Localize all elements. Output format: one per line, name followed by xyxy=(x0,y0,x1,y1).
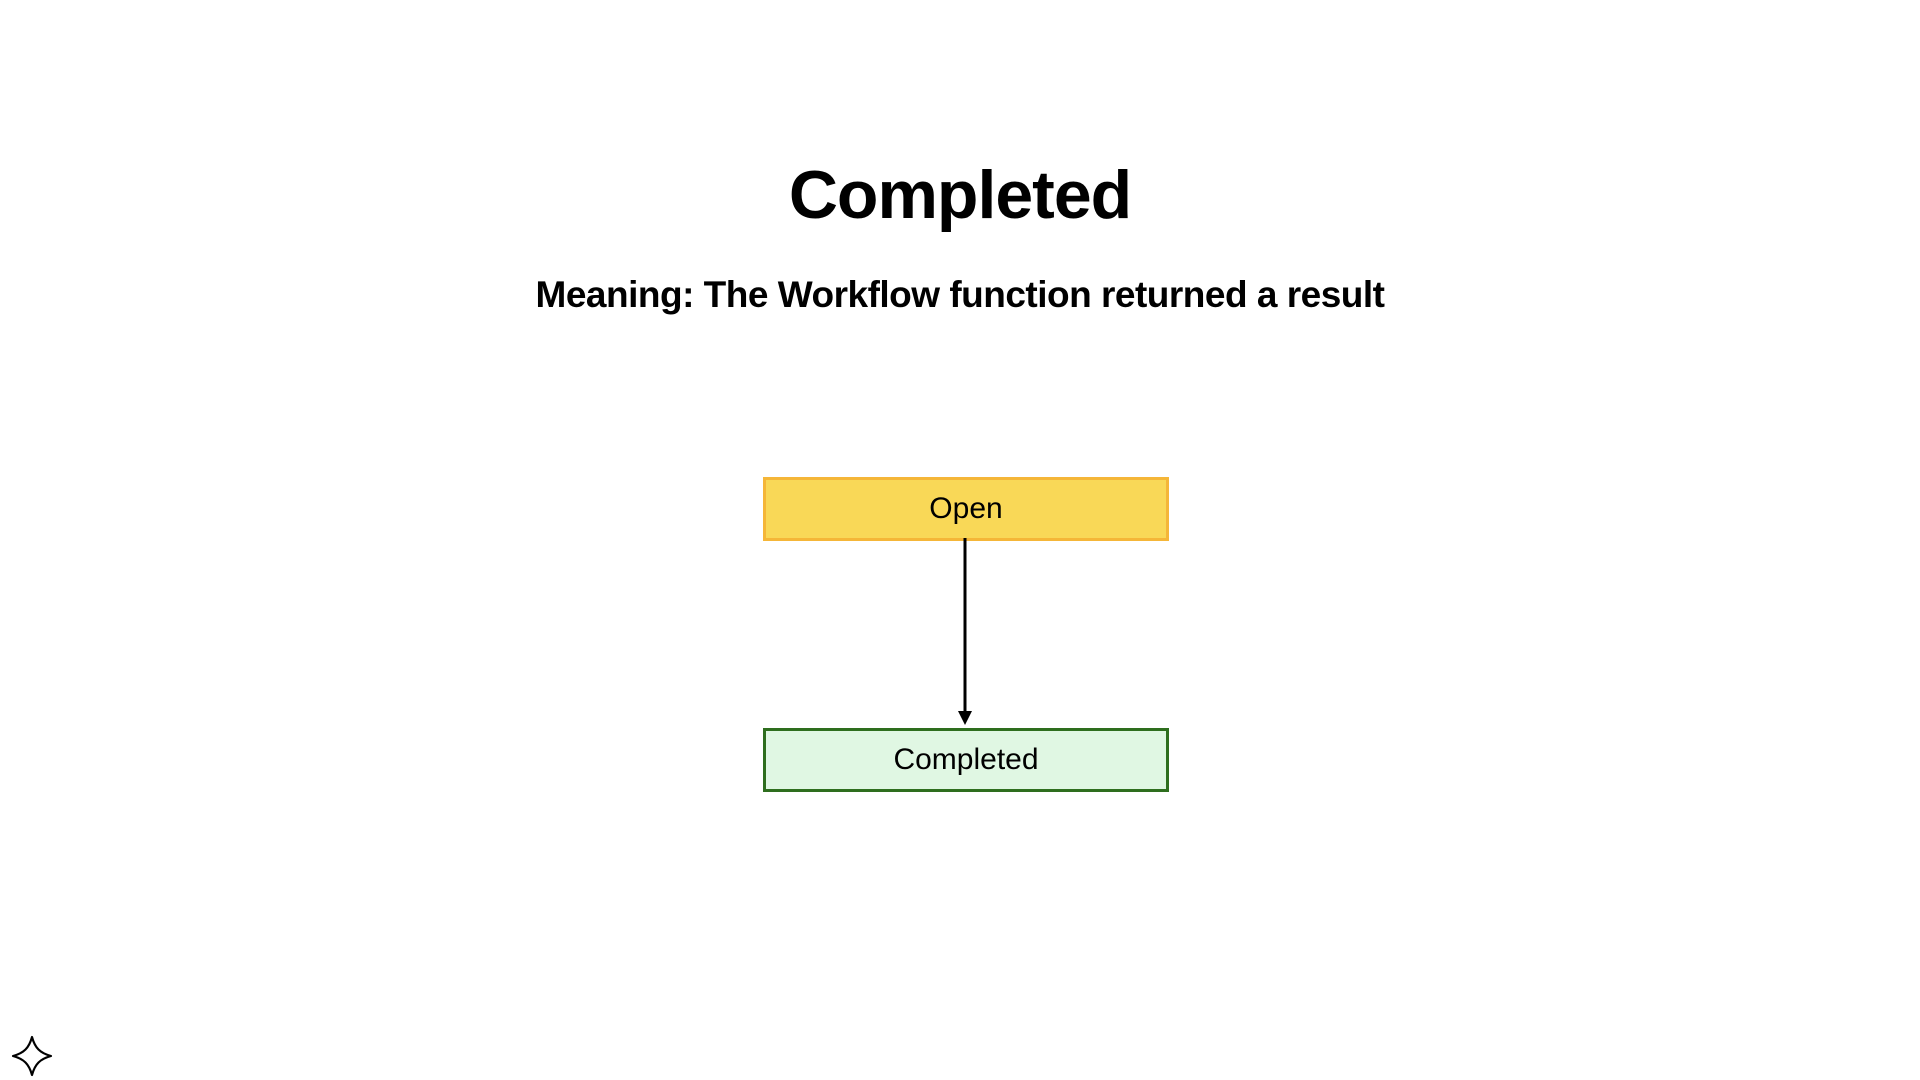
slide-subtitle: Meaning: The Workflow function returned … xyxy=(535,274,1385,315)
slide-title: Completed xyxy=(788,157,1132,233)
state-open-box: Open xyxy=(763,477,1169,541)
arrowhead-icon xyxy=(958,711,972,725)
state-completed-label: Completed xyxy=(893,743,1039,776)
state-completed-box: Completed xyxy=(763,728,1169,792)
four-point-star-icon xyxy=(11,1035,53,1077)
state-open-label: Open xyxy=(929,492,1003,525)
